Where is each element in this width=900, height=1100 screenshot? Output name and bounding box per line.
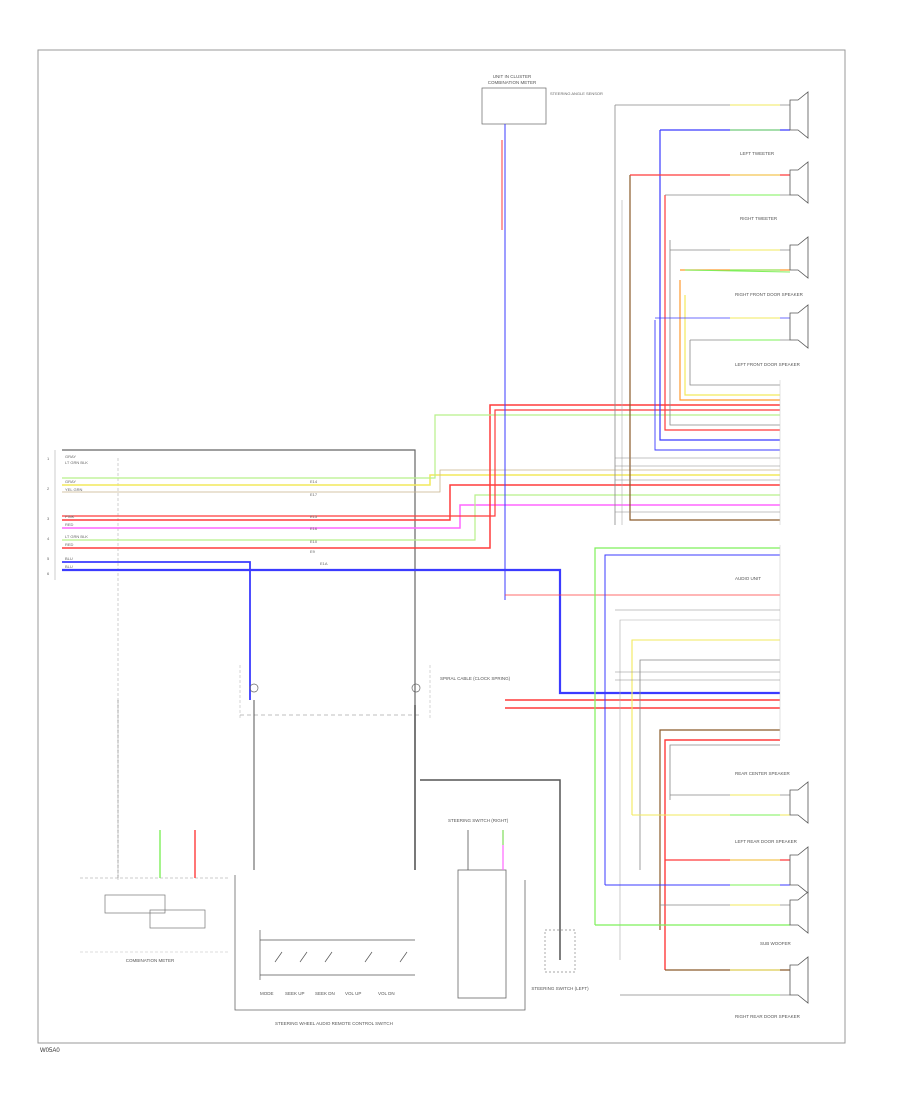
svg-text:6: 6	[47, 571, 50, 576]
svg-text:E9: E9	[310, 549, 316, 554]
steering-sensor-wires	[501, 124, 780, 709]
left-front-door-speaker-label: LEFT FRONT DOOR SPEAKER	[735, 362, 801, 367]
unit-in-cluster: UNIT IN CLUSTER COMBINATION METER STEERI…	[481, 74, 603, 125]
right-rear-door-speaker-icon	[789, 956, 809, 1004]
steering-wheel-audio-label: STEERING WHEEL AUDIO REMOTE CONTROL SWIT…	[275, 1021, 393, 1026]
left-front-door-speaker-icon	[789, 304, 809, 349]
left-rear-door-speaker-label: LEFT REAR DOOR SPEAKER	[735, 839, 798, 844]
switch-mode: MODE	[260, 991, 274, 996]
svg-text:2: 2	[47, 486, 50, 491]
audio-unit-label: AUDIO UNIT	[735, 576, 761, 581]
svg-text:RED: RED	[65, 542, 74, 547]
combination-meter: COMBINATION METER	[80, 700, 230, 963]
combination-meter-label: COMBINATION METER	[126, 958, 175, 963]
svg-text:YEL GRN: YEL GRN	[65, 487, 83, 492]
sub-woofer-label: SUB WOOFER	[760, 941, 792, 946]
spiral-cable-label: SPIRAL CABLE (CLOCK SPRING)	[440, 676, 511, 681]
svg-text:GRAY: GRAY	[65, 479, 76, 484]
sub-woofer-icon	[789, 891, 809, 934]
svg-text:E1A: E1A	[320, 561, 328, 566]
svg-text:E15: E15	[310, 514, 318, 519]
svg-text:E14: E14	[310, 479, 318, 484]
svg-text:1: 1	[47, 456, 50, 461]
svg-text:4: 4	[47, 536, 50, 541]
svg-text:RED: RED	[65, 522, 74, 527]
switch-vol-dn: VOL DN	[378, 991, 395, 996]
left-rear-door-speaker-icon	[789, 846, 809, 894]
footer-code: W05A0	[40, 1048, 60, 1054]
steering-switch-right-label: STEERING SWITCH (RIGHT)	[448, 818, 509, 823]
switch-vol-up: VOL UP	[345, 991, 361, 996]
svg-text:3: 3	[47, 516, 50, 521]
speaker-labels: LEFT TWEETER RIGHT TWEETER RIGHT FRONT D…	[735, 151, 804, 1019]
svg-text:BLU: BLU	[65, 556, 73, 561]
left-tweeter-label: LEFT TWEETER	[740, 151, 775, 156]
svg-text:5: 5	[47, 556, 50, 561]
svg-text:E10: E10	[310, 539, 318, 544]
svg-text:E16: E16	[310, 526, 318, 531]
svg-text:LT GRN BLK: LT GRN BLK	[65, 534, 88, 539]
audio-unit-connector: 1 2 3 4 5 6	[47, 450, 56, 580]
left-bundle-wires	[62, 404, 780, 880]
unit-top-desc: STEERING ANGLE SENSOR	[550, 91, 603, 96]
steering-switch-right: STEERING SWITCH (RIGHT)	[448, 818, 509, 999]
steering-switch-left: STEERING SWITCH (LEFT)	[531, 929, 589, 991]
right-harness	[594, 104, 791, 996]
right-tweeter-label: RIGHT TWEETER	[740, 216, 778, 221]
speaker-symbols	[789, 91, 809, 1004]
unit-top-sub: COMBINATION METER	[488, 80, 537, 85]
right-front-door-speaker-label: RIGHT FRONT DOOR SPEAKER	[735, 292, 804, 297]
svg-text:LT GRN BLK: LT GRN BLK	[65, 460, 88, 465]
switch-seek-dn: SEEK DN	[315, 991, 335, 996]
left-tweeter-icon	[789, 91, 809, 139]
svg-text:BLU: BLU	[65, 564, 73, 569]
switch-seek-up: SEEK UP	[285, 991, 305, 996]
unit-top-label: UNIT IN CLUSTER	[493, 74, 532, 79]
diagram-frame	[37, 49, 846, 1044]
svg-text:PINK: PINK	[65, 514, 75, 519]
svg-text:GRAY: GRAY	[65, 454, 76, 459]
bundle-wire-labels: GRAY LT GRN BLK GRAY YEL GRN PINK RED LT…	[65, 454, 328, 569]
right-rear-door-speaker-label: RIGHT REAR DOOR SPEAKER	[735, 1014, 801, 1019]
speaker-connectors	[730, 104, 780, 996]
svg-text:E17: E17	[310, 492, 318, 497]
steering-wheel-audio-switch: MODE SEEK UP SEEK DN VOL UP VOL DN STEER…	[234, 875, 526, 1026]
right-tweeter-icon	[789, 161, 809, 204]
rear-center-speaker-label: REAR CENTER SPEAKER	[735, 771, 791, 776]
rear-center-speaker-icon	[789, 781, 809, 824]
steering-switch-left-label: STEERING SWITCH (LEFT)	[531, 986, 589, 991]
right-front-door-speaker-icon	[789, 236, 809, 279]
spiral-cable: SPIRAL CABLE (CLOCK SPRING)	[239, 665, 561, 960]
